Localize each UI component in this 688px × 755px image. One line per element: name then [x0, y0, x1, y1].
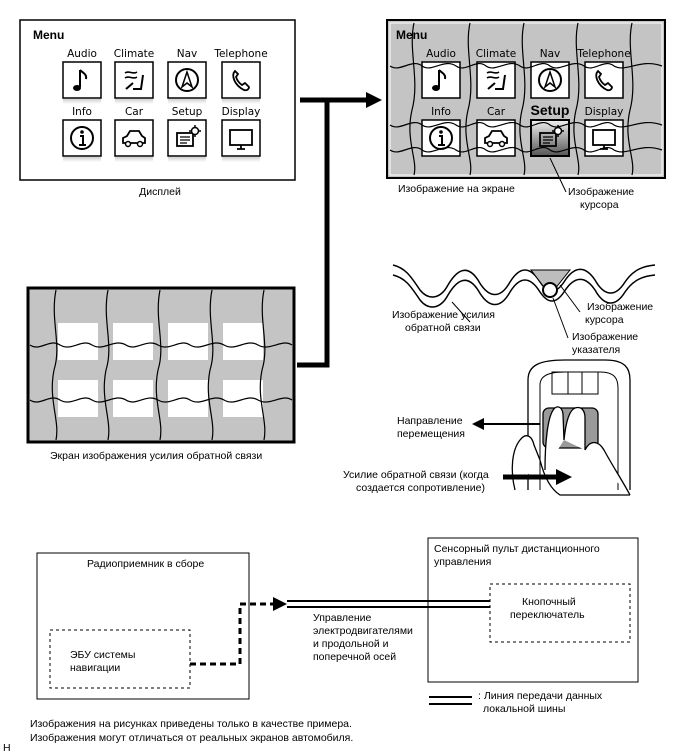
push-switch-label-line2: переключатель [510, 609, 585, 621]
menu-title-screen: Menu [396, 28, 427, 42]
feedback-image-label-line1: Изображение усилия [392, 309, 495, 321]
pointer-image-label-line2: указателя [572, 344, 620, 356]
feedback-connector-arrow [297, 92, 382, 368]
screen-image-panel: Menu Audio Climate Nav Telephone Info Ca… [386, 19, 666, 211]
feedback-screen-caption: Экран изображения усилия обратной связи [50, 450, 262, 462]
nav-ecu-label-line2: навигации [70, 662, 120, 674]
hand-ring-finger [584, 441, 631, 496]
screen-caption: Изображение на экране [398, 183, 515, 195]
legend-label-line2: локальной шины [483, 703, 565, 715]
screen-tile-display [584, 119, 624, 157]
hand-index-finger [544, 406, 565, 471]
tile-audio[interactable] [62, 61, 102, 104]
footnote-line2: Изображения могут отличаться от реальных… [30, 732, 353, 744]
cursor-caption-line2: курсора [580, 199, 619, 211]
tile-telephone[interactable] [221, 61, 261, 104]
nav-ecu-label-line1: ЭБУ системы [70, 649, 135, 661]
radio-receiver-label: Радиоприемник в сборе [87, 558, 204, 570]
screen-tile-label-audio: Audio [426, 48, 456, 60]
tile-label-nav: Nav [177, 48, 198, 60]
direction-label-line1: Направление [397, 415, 463, 427]
remote-top-buttons [551, 371, 599, 395]
screen-tile-label-info: Info [431, 106, 451, 118]
tile-climate[interactable] [114, 61, 154, 104]
feedback-image-leader [451, 301, 471, 323]
tile-label-audio: Audio [67, 48, 97, 60]
pointer-image-label-line1: Изображение [572, 331, 638, 343]
tile-label-setup: Setup [172, 106, 203, 118]
tile-display[interactable] [221, 119, 261, 162]
touch-remote-label-line1: Сенсорный пульт дистанционного [434, 543, 600, 555]
feedback-wave-curve-lower [392, 274, 656, 308]
screen-tile-car [476, 119, 516, 157]
tile-label-car: Car [125, 106, 144, 118]
feedback-image-label-line2: обратной связи [405, 322, 481, 334]
tile-label-info: Info [72, 106, 92, 118]
pointer-image-leader [552, 297, 569, 339]
remote-hand-illustration: Направление перемещения Усилие обратной … [343, 359, 631, 496]
feedback-blocks [58, 323, 263, 417]
wave-profile-diagram: Изображение усилия обратной связи Изобра… [392, 264, 656, 356]
force-label-line2: создается сопротивление) [356, 482, 485, 494]
tile-info[interactable] [62, 119, 102, 162]
feedback-force-screen: Экран изображения усилия обратной связи [26, 286, 296, 462]
screen-tile-nav [530, 61, 570, 99]
tile-setup[interactable] [167, 119, 207, 162]
corner-mark: H [3, 742, 11, 754]
display-caption: Дисплей [139, 186, 181, 198]
block-diagram: Радиоприемник в сборе ЭБУ системы навига… [36, 537, 639, 715]
legend-bus-symbol [429, 696, 472, 705]
screen-wave-lines [389, 22, 663, 176]
screen-tile-climate [476, 61, 516, 99]
cursor-image-leader [559, 284, 581, 313]
motor-control-line2: электродвигателями [313, 625, 413, 637]
local-bus-line [287, 600, 490, 608]
motor-control-line4: поперечной осей [313, 651, 396, 663]
push-switch-label-line1: Кнопочный [522, 596, 576, 608]
pointer-ball-icon [542, 282, 558, 298]
push-switch-box [489, 583, 631, 643]
screen-tile-label-telephone: Telephone [576, 48, 630, 60]
direction-label-line2: перемещения [397, 428, 465, 440]
display-panel: Menu Audio Climate Nav Telephone Info Ca… [19, 19, 296, 198]
hand-middle-finger [563, 406, 586, 450]
screen-tile-label-display: Display [585, 106, 624, 118]
cursor-caption-line1: Изображение [568, 186, 634, 198]
touch-remote-label-line2: управления [434, 556, 491, 568]
screen-tile-label-climate: Climate [476, 48, 516, 60]
motor-control-line3: и продольной и [313, 638, 389, 650]
nav-to-bus-dashed-arrow [190, 602, 278, 666]
legend-label-line1: : Линия передачи данных [478, 690, 603, 702]
feedback-wave-lines [29, 289, 293, 441]
cursor-image-label-line1: Изображение [587, 301, 653, 313]
tile-nav[interactable] [167, 61, 207, 104]
force-label-line1: Усилие обратной связи (когда [343, 469, 489, 481]
menu-title: Menu [33, 28, 64, 42]
tile-label-display: Display [222, 106, 261, 118]
screen-tile-label-car: Car [487, 106, 506, 118]
tile-label-climate: Climate [114, 48, 154, 60]
screen-tile-label-setup: Setup [531, 102, 570, 118]
nav-ecu-box [49, 629, 191, 689]
cursor-leader-line [549, 157, 567, 193]
feedback-wave-curve-upper [392, 264, 656, 298]
footnote-line1: Изображения на рисунках приведены только… [30, 718, 352, 730]
hand-palm [539, 459, 630, 496]
tile-label-telephone: Telephone [213, 48, 267, 60]
motor-control-line1: Управление [313, 612, 372, 624]
tile-car[interactable] [114, 119, 154, 162]
screen-tile-label-nav: Nav [540, 48, 561, 60]
cursor-image-label-line2: курсора [585, 314, 624, 326]
